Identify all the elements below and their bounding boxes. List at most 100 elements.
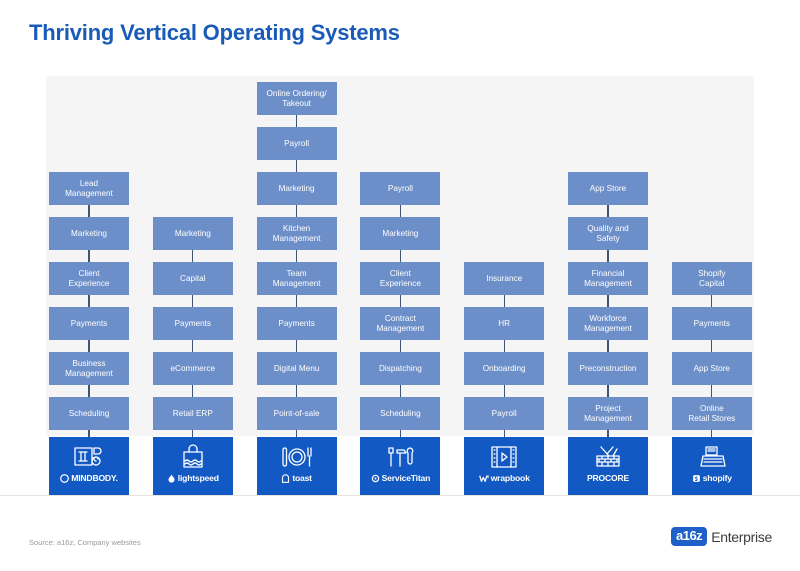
logo-card[interactable]: wrapbook	[464, 437, 545, 495]
connector-line-to-logo	[503, 430, 505, 442]
feature-cell[interactable]: Digital Menu	[256, 352, 337, 385]
feature-cell[interactable]: Insurance	[464, 262, 545, 295]
connector-line	[607, 385, 609, 397]
feature-cell[interactable]: Payroll	[464, 397, 545, 430]
connector-line	[503, 385, 505, 397]
logo-wordmark: shopify	[692, 473, 732, 483]
logo-label: wrapbook	[490, 473, 530, 483]
connector-line	[399, 340, 402, 352]
feature-cell[interactable]: Dispatching	[360, 352, 441, 385]
feature-cell[interactable]: Onboarding	[464, 352, 545, 385]
feature-cell[interactable]: Online Ordering/Takeout	[256, 82, 337, 115]
lightspeed-flame-icon	[167, 474, 176, 483]
cash-register-icon	[695, 442, 729, 472]
logo-card[interactable]: toast	[256, 437, 337, 495]
connector-line-to-logo	[192, 430, 194, 442]
a16z-badge: a16z	[670, 527, 708, 546]
a16z-enterprise-logo: a16z Enterprise	[670, 527, 772, 546]
baseline-divider	[0, 495, 800, 496]
logo-wordmark: lightspeed	[167, 473, 219, 483]
logo-wordmark: MINDBODY.	[60, 473, 118, 483]
source-note: Source: a16z, Company websites	[29, 538, 141, 547]
connector-line	[607, 295, 609, 307]
logo-card[interactable]: MINDBODY.	[49, 437, 129, 495]
logo-label: toast	[292, 473, 312, 483]
connector-line-to-logo	[295, 430, 298, 442]
feature-cell[interactable]: Marketing	[152, 217, 233, 250]
connector-line	[607, 340, 609, 352]
logo-wordmark: PROCORE	[587, 473, 629, 483]
feature-cell[interactable]: Payments	[256, 307, 337, 340]
connector-line-to-logo	[607, 430, 609, 442]
connector-line	[295, 295, 298, 307]
connector-line	[192, 385, 194, 397]
connector-line	[88, 295, 90, 307]
massage-table-icon	[72, 442, 106, 472]
feature-cell[interactable]: Point-of-sale	[256, 397, 337, 430]
wrapbook-w-icon	[478, 474, 489, 483]
toast-bread-icon	[281, 473, 290, 483]
logo-card[interactable]: PROCORE	[568, 437, 648, 495]
connector-line	[711, 340, 713, 352]
connector-line	[711, 385, 713, 397]
company-logo-row: MINDBODY. lightspeed toast ServiceTitan wrap…	[0, 437, 800, 495]
feature-cell[interactable]: Payments	[152, 307, 233, 340]
row-band	[46, 76, 754, 121]
construction-crane-icon	[591, 442, 625, 472]
connector-line	[711, 295, 713, 307]
shopify-bag-icon	[692, 474, 701, 483]
row-band	[46, 121, 754, 166]
logo-card[interactable]: lightspeed	[152, 437, 233, 495]
feature-cell[interactable]: Capital	[152, 262, 233, 295]
film-strip-icon	[487, 442, 521, 472]
connector-line	[607, 205, 609, 217]
feature-cell[interactable]: Marketing	[256, 172, 337, 205]
enterprise-wordmark: Enterprise	[711, 528, 772, 545]
feature-cell[interactable]: Scheduling	[49, 397, 129, 430]
connector-line-to-logo	[88, 430, 90, 442]
shopping-bag-icon	[176, 442, 210, 472]
feature-cell[interactable]: Preconstruction	[568, 352, 648, 385]
logo-card[interactable]: ServiceTitan	[360, 437, 441, 495]
feature-cell[interactable]: Payroll	[256, 127, 337, 160]
feature-cell[interactable]: Marketing	[49, 217, 129, 250]
logo-card[interactable]: shopify	[671, 437, 752, 495]
feature-cell[interactable]: eCommerce	[152, 352, 233, 385]
feature-cell[interactable]: Payroll	[360, 172, 441, 205]
logo-wordmark: ServiceTitan	[371, 473, 431, 483]
feature-cell[interactable]: HR	[464, 307, 545, 340]
connector-line	[295, 205, 298, 217]
logo-label: PROCORE	[586, 473, 630, 483]
feature-cell[interactable]: App Store	[671, 352, 752, 385]
connector-line	[295, 340, 298, 352]
connector-line	[503, 295, 505, 307]
feature-cell[interactable]: Scheduling	[360, 397, 441, 430]
connector-line	[399, 385, 402, 397]
connector-line	[295, 250, 298, 262]
feature-cell[interactable]: App Store	[568, 172, 648, 205]
feature-cell[interactable]: Marketing	[360, 217, 441, 250]
logo-label: ServiceTitan	[381, 473, 431, 483]
mindbody-circle-icon	[60, 473, 70, 483]
connector-line	[295, 115, 298, 127]
logo-wordmark: toast	[281, 473, 312, 483]
feature-cell[interactable]: Retail ERP	[152, 397, 233, 430]
connector-line	[88, 250, 90, 262]
feature-cell[interactable]: Payments	[671, 307, 752, 340]
feature-cell[interactable]: Payments	[49, 307, 129, 340]
connector-line	[88, 340, 90, 352]
